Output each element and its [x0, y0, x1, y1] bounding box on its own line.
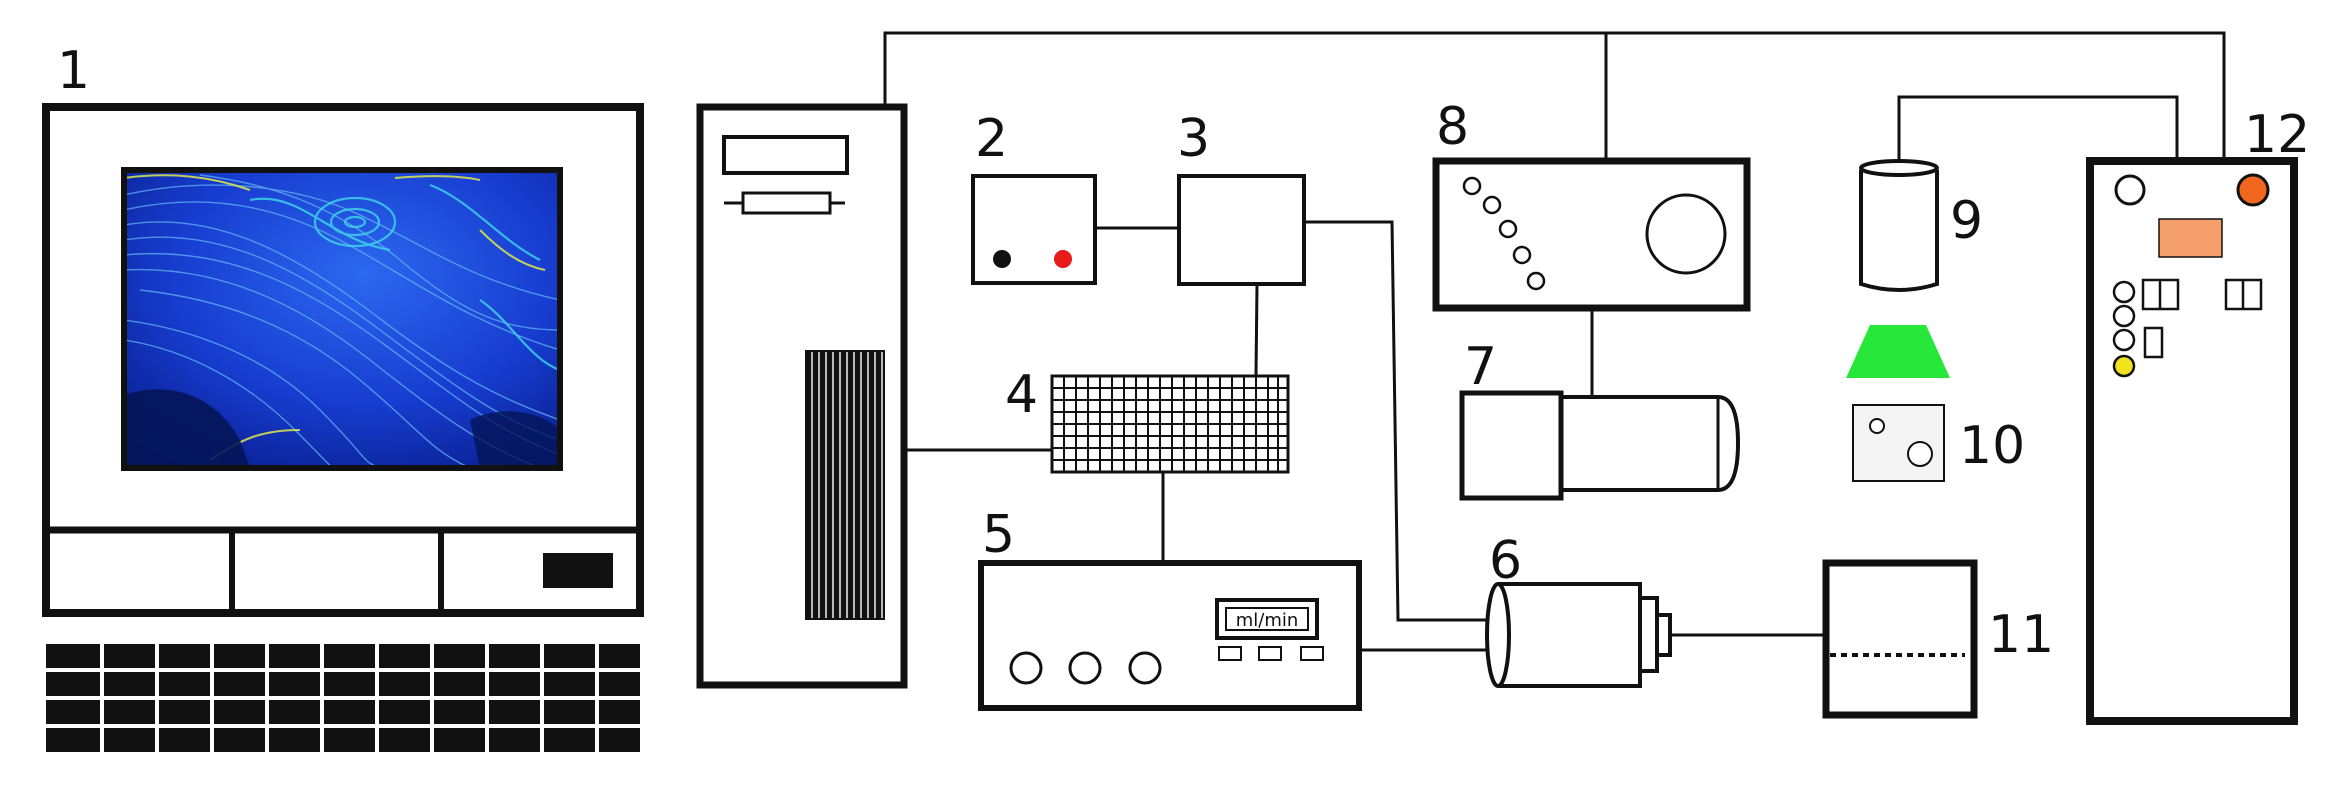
disk-slot — [741, 191, 832, 215]
flow-dark-region — [124, 389, 250, 468]
monitor-screen — [121, 167, 563, 471]
motor-icon: 6 — [1485, 531, 1672, 688]
label-6: 6 — [1489, 531, 1522, 591]
vent-grille — [805, 350, 885, 620]
camera-lens-housing — [1459, 390, 1564, 501]
wire-top-bus — [883, 31, 2226, 158]
grid-interface-icon: 4 — [1005, 365, 1290, 474]
label-7: 7 — [1464, 337, 1497, 397]
power-supply-icon: 2 — [971, 109, 1097, 285]
pump-knob — [1068, 651, 1102, 685]
tank-icon: 11 — [1822, 559, 2054, 719]
pump-button — [1300, 646, 1324, 661]
black-terminal — [993, 250, 1011, 268]
syringe-pump-icon: ml/min 5 — [978, 505, 1362, 711]
keyboard-icon — [46, 644, 640, 752]
camera-icon: 7 — [1459, 337, 1741, 501]
yellow-knob — [2112, 354, 2136, 378]
red-terminal — [1054, 250, 1072, 268]
label-10: 10 — [1959, 416, 2025, 476]
monitor-drive-slot — [543, 553, 613, 588]
sample-cell-icon: 10 — [1852, 404, 2025, 482]
pump-button — [1258, 646, 1282, 661]
pump-button — [1218, 646, 1242, 661]
computer-workstation: 1 — [42, 41, 644, 752]
pump-knob — [1009, 651, 1043, 685]
label-8: 8 — [1436, 97, 1469, 157]
controller-box-icon: 3 — [1177, 109, 1306, 286]
oscilloscope-screen — [1645, 193, 1727, 275]
label-3: 3 — [1177, 109, 1210, 169]
oscilloscope-icon: 8 — [1432, 97, 1751, 312]
pump-knob — [1128, 651, 1162, 685]
laser-controller-icon: 12 — [2086, 105, 2310, 725]
label-4: 4 — [1005, 365, 1038, 425]
orange-display — [2158, 218, 2223, 258]
flow-visualization-image — [124, 170, 560, 468]
drive-bay — [722, 135, 849, 175]
pump-display-text: ml/min — [1236, 610, 1299, 631]
label-1: 1 — [57, 41, 90, 101]
wire-controller-to-grid — [1254, 284, 1259, 376]
connection-wires — [883, 31, 2226, 652]
label-12: 12 — [2244, 105, 2310, 165]
orange-knob — [2236, 173, 2270, 207]
label-11: 11 — [1988, 605, 2054, 665]
pc-tower-icon — [696, 103, 908, 689]
label-5: 5 — [982, 505, 1015, 565]
light-sheet-icon — [1846, 325, 1950, 378]
wire-lens-to-controller — [1897, 95, 2179, 163]
wire-controller-to-motor — [1304, 220, 1487, 622]
cylinder-lens-icon: 9 — [1859, 159, 1983, 292]
label-9: 9 — [1950, 191, 1983, 251]
label-2: 2 — [975, 109, 1008, 169]
